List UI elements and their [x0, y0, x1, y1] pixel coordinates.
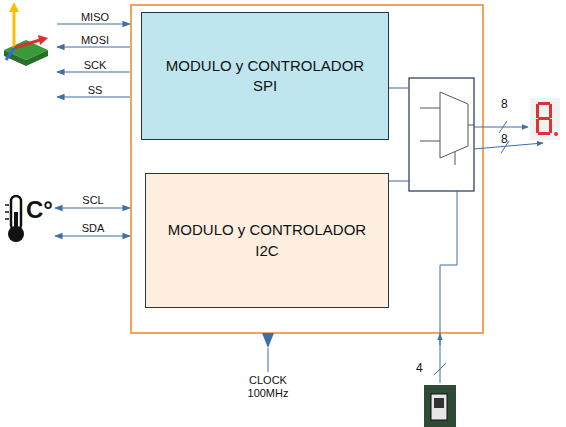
module-title: MODULO y CONTROLADOR I2C: [167, 220, 367, 261]
signal-name: MOSI: [81, 34, 109, 47]
seven-segment-display: [530, 98, 560, 140]
signal-name: MISO: [81, 11, 109, 24]
spi-wires: [57, 24, 130, 97]
bus-width: 8: [501, 133, 508, 147]
select-bus: [434, 191, 457, 383]
bus-width: 4: [416, 362, 423, 376]
signal-name: SS: [88, 84, 103, 97]
signal-name: SCL: [82, 194, 103, 207]
accelerometer-icon: [4, 2, 48, 66]
mux-inputs: [389, 88, 409, 181]
mux-symbol: [420, 92, 474, 165]
clock-label: CLOCK 100MHz: [238, 374, 298, 399]
module-title: MODULO y CONTROLADOR SPI: [165, 56, 365, 97]
bus-width: 8: [501, 98, 508, 112]
mux-box: [409, 78, 474, 191]
module-box: MODULO y CONTROLADOR I2C: [145, 173, 389, 308]
switch-board: [424, 385, 456, 427]
module-box: MODULO y CONTROLADOR SPI: [141, 12, 389, 140]
temperature-symbol: C°: [26, 196, 53, 224]
i2c-wires: [55, 208, 130, 236]
clock-input: [262, 333, 274, 372]
signal-name: SCK: [84, 59, 107, 72]
thermometer-icon: [5, 196, 24, 242]
signal-name: SDA: [82, 222, 105, 235]
fpga-outline: [131, 5, 483, 333]
